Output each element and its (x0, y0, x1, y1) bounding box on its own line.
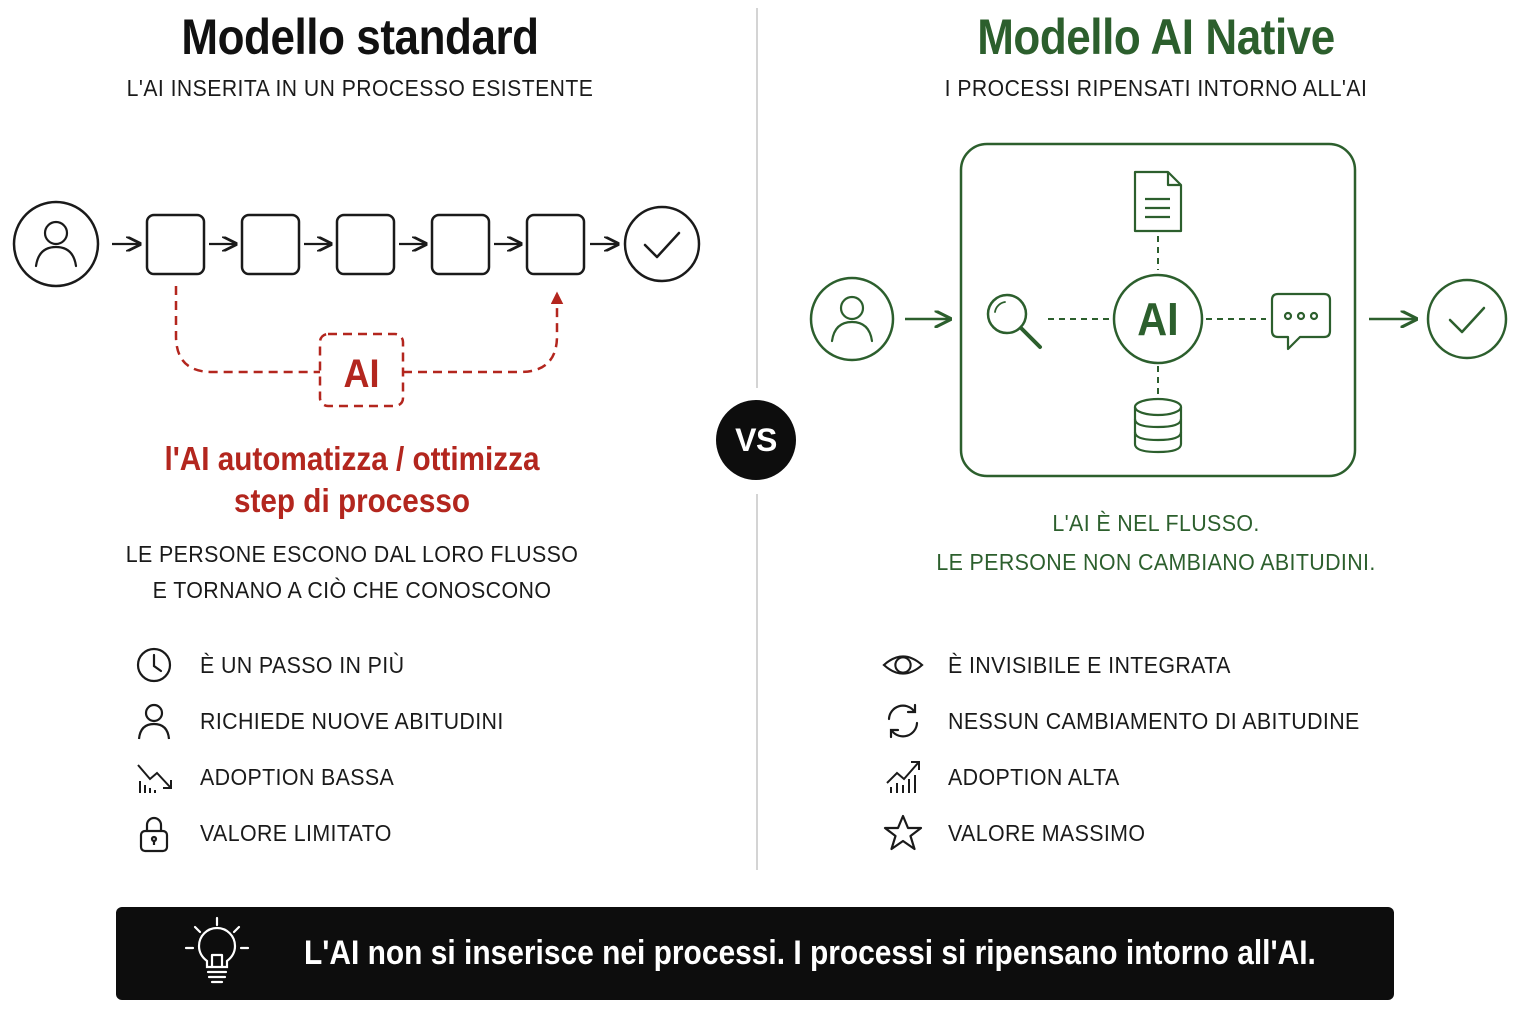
vs-badge: VS (716, 400, 796, 480)
feature-label: È UN PASSO IN PIÙ (200, 651, 405, 678)
trend-down-icon (133, 757, 175, 797)
left-subtitle: L'AI INSERITA IN UN PROCESSO ESISTENTE (126, 75, 594, 101)
column-divider-top (756, 8, 758, 388)
trend-up-icon (882, 757, 924, 797)
right-title: Modello AI Native (977, 9, 1335, 65)
left-headline-line1: l'AI automatizza / ottimizza (164, 440, 540, 477)
process-step-box (240, 213, 301, 276)
person-icon (133, 701, 175, 741)
refresh-icon (882, 701, 924, 741)
search-icon (986, 293, 1042, 349)
left-column-header: Modello standard (60, 12, 660, 62)
ai-detour-path: AI (174, 286, 564, 408)
column-divider-bottom (756, 494, 758, 870)
ai-step-box (318, 332, 405, 408)
right-description: L'AI È NEL FLUSSO. LE PERSONE NON CAMBIA… (856, 504, 1456, 582)
left-subtitle-wrap: L'AI INSERITA IN UN PROCESSO ESISTENTE (60, 77, 660, 100)
lightbulb-icon (184, 916, 250, 984)
left-feature-item: È UN PASSO IN PIÙ (133, 645, 420, 685)
lock-icon (133, 813, 175, 853)
feature-label: NESSUN CAMBIAMENTO DI ABITUDINE (948, 707, 1360, 734)
feature-label: ADOPTION BASSA (200, 763, 395, 790)
right-feature-item: VALORE MASSIMO (882, 813, 1160, 853)
ai-hub: AI (1112, 273, 1204, 365)
left-feature-item: RICHIEDE NUOVE ABITUDINI (133, 701, 527, 741)
eye-icon (882, 645, 924, 685)
left-feature-item: ADOPTION BASSA (133, 757, 409, 797)
clock-icon (133, 645, 175, 685)
left-headline-line2: step di processo (233, 482, 471, 519)
right-subtitle-wrap: I PROCESSI RIPENSATI INTORNO ALL'AI (856, 77, 1456, 100)
right-desc-line2: LE PERSONE NON CAMBIANO ABITUDINI. (936, 549, 1376, 575)
process-step-box (335, 213, 396, 276)
right-desc-line1: L'AI È NEL FLUSSO. (1052, 510, 1260, 536)
ai-step-label: AI (343, 352, 379, 396)
feature-label: VALORE MASSIMO (948, 819, 1146, 846)
database-icon (1133, 397, 1183, 454)
right-subtitle: I PROCESSI RIPENSATI INTORNO ALL'AI (944, 75, 1368, 101)
left-title: Modello standard (181, 9, 539, 65)
process-diagrams: AI AI (12, 142, 1508, 478)
star-icon (882, 813, 924, 853)
left-description: LE PERSONE ESCONO DAL LORO FLUSSO E TORN… (52, 536, 652, 608)
feature-label: ADOPTION ALTA (948, 763, 1120, 790)
left-feature-item: VALORE LIMITATO (133, 813, 406, 853)
right-column-header: Modello AI Native (856, 12, 1456, 62)
left-headline: l'AI automatizza / ottimizza step di pro… (60, 438, 644, 522)
user-icon (830, 295, 874, 343)
feature-label: VALORE LIMITATO (200, 819, 392, 846)
left-user-node (12, 200, 100, 288)
left-desc-line2: E TORNANO A CIÒ CHE CONOSCONO (152, 577, 552, 603)
key-message: L'AI non si inserisce nei processi. I pr… (304, 934, 1316, 972)
left-process-steps (145, 213, 586, 276)
right-feature-item: NESSUN CAMBIAMENTO DI ABITUDINE (882, 701, 1391, 741)
vs-label: VS (735, 421, 777, 458)
left-done-node (623, 205, 701, 283)
right-user-node (809, 276, 895, 362)
process-step-box (430, 213, 491, 276)
user-icon (34, 220, 78, 268)
ai-hub-label: AI (1137, 294, 1178, 346)
right-feature-item: ADOPTION ALTA (882, 757, 1133, 797)
key-message-banner: L'AI non si inserisce nei processi. I pr… (116, 907, 1394, 1000)
ai-native-frame (959, 142, 1357, 478)
left-desc-line1: LE PERSONE ESCONO DAL LORO FLUSSO (125, 541, 579, 567)
right-done-node (1426, 278, 1508, 360)
right-feature-item: È INVISIBILE E INTEGRATA (882, 645, 1252, 685)
chat-icon (1270, 292, 1332, 351)
process-step-box (145, 213, 206, 276)
document-icon (1133, 170, 1183, 233)
feature-label: È INVISIBILE E INTEGRATA (948, 651, 1231, 678)
ai-connectors (1048, 236, 1266, 396)
process-step-box (525, 213, 586, 276)
feature-label: RICHIEDE NUOVE ABITUDINI (200, 707, 504, 734)
checkmark-icon (1448, 306, 1486, 334)
checkmark-icon (643, 231, 681, 259)
